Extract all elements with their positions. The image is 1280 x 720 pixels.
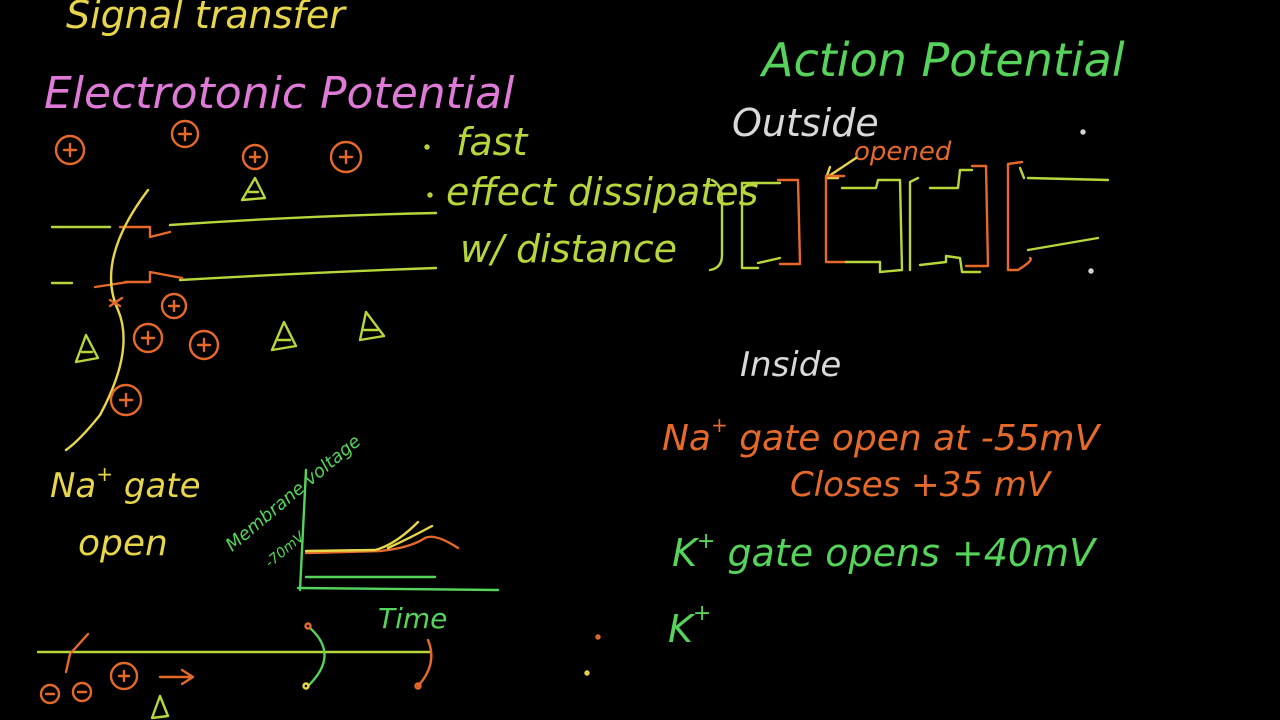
circled-plus-icon xyxy=(109,661,139,691)
circled-plus-icon xyxy=(329,140,363,174)
axon-membrane xyxy=(50,188,438,452)
triangle-minus-icon xyxy=(358,310,386,342)
circled-plus-icon xyxy=(241,143,269,171)
electrotonic-heading: Electrotonic Potential xyxy=(44,68,515,119)
triangle-minus-icon xyxy=(150,694,170,720)
circled-plus-icon xyxy=(54,134,86,166)
note-effect-dissipates: effect dissipates xyxy=(446,170,758,214)
note-fast: fast xyxy=(456,120,529,164)
na-gate-open-label: Na+ gate xyxy=(50,462,201,506)
circled-plus-icon xyxy=(188,329,220,361)
circled-plus-icon xyxy=(132,322,164,354)
graph-x-label: Time xyxy=(378,602,447,635)
stray-dots xyxy=(584,634,601,676)
bullet-dots xyxy=(424,144,433,198)
circled-plus-icon xyxy=(39,683,61,705)
opened-label: opened xyxy=(854,137,952,167)
ion-channels xyxy=(708,129,1110,274)
circled-plus-icon xyxy=(170,119,200,149)
na-gate-open-label-line2: open xyxy=(78,523,168,564)
note-with-distance: w/ distance xyxy=(460,227,677,271)
na-gate-threshold: Na+ gate open at -55mV xyxy=(662,413,1102,459)
circled-plus-icon xyxy=(71,681,93,703)
circled-plus-icon xyxy=(160,292,188,320)
na-gate-closes: Closes +35 mV xyxy=(790,465,1053,505)
k-gate-opens: K+ gate opens +40mV xyxy=(672,529,1098,575)
bottom-membrane xyxy=(36,622,433,690)
triangle-minus-icon xyxy=(270,320,298,352)
action-potential-heading: Action Potential xyxy=(759,33,1125,87)
inside-label: Inside xyxy=(740,345,841,385)
k-ion-partial: K+ xyxy=(668,601,711,651)
triangle-minus-icon xyxy=(240,176,267,202)
top-cut-title: Signal transfer xyxy=(66,0,347,37)
membrane-voltage-graph xyxy=(296,468,500,592)
circled-plus-icon xyxy=(109,383,143,417)
outside-label: Outside xyxy=(732,101,879,145)
triangle-minus-icon xyxy=(74,333,100,364)
